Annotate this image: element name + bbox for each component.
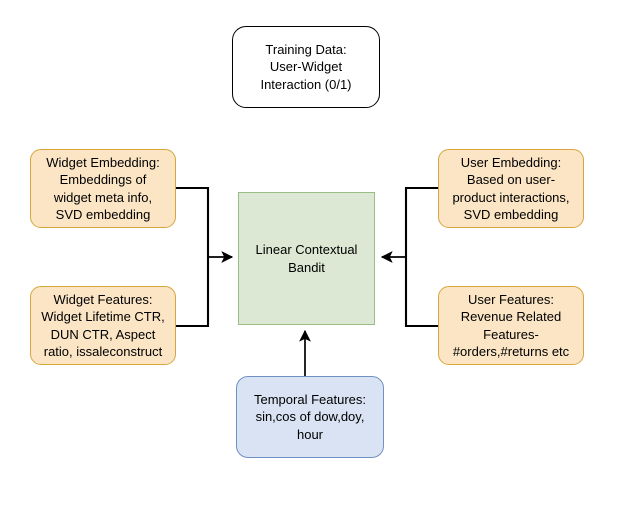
widget-embedding-node: Widget Embedding: Embeddings of widget m… (30, 149, 176, 228)
user-features-node: User Features: Revenue Related Features-… (438, 286, 584, 365)
temporal-features-node: Temporal Features: sin,cos of dow,doy, h… (236, 376, 384, 458)
edge-widget-inputs-to-model (176, 186, 234, 328)
training-data-node: Training Data: User-Widget Interaction (… (232, 26, 380, 108)
linear-contextual-bandit-node: Linear Contextual Bandit (238, 192, 375, 325)
user-embedding-node: User Embedding: Based on user- product i… (438, 149, 584, 228)
edge-user-inputs-to-model (380, 186, 438, 328)
widget-features-node: Widget Features: Widget Lifetime CTR, DU… (30, 286, 176, 365)
